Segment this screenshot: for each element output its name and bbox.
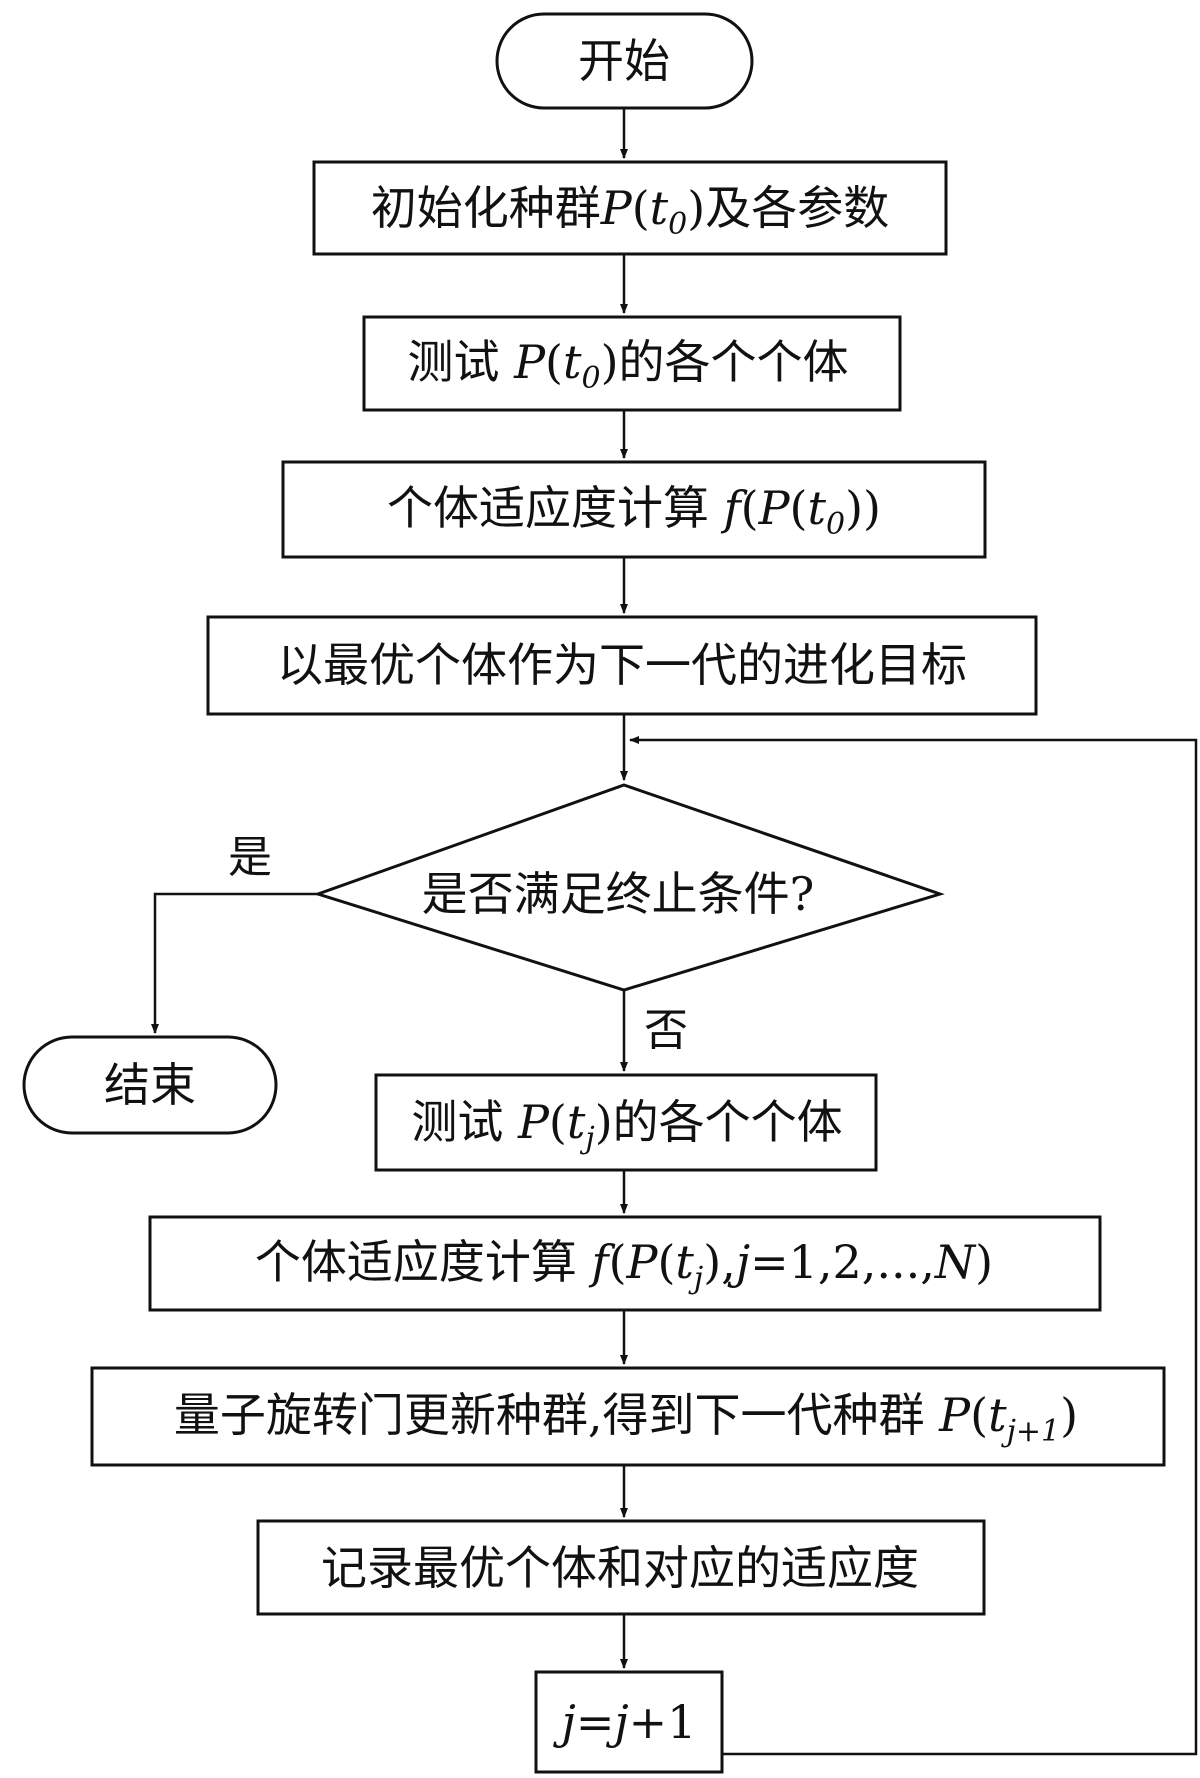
update-label: 量子旋转门更新种群,得到下一代种群 P(tj+1) [174, 1388, 1078, 1449]
target-box [206, 615, 1038, 716]
update-box [90, 1366, 1166, 1467]
fitnessj-label: 个体适应度计算 f(P(tj),j=1,2,...,N) [255, 1235, 993, 1296]
yes-label: 是 [228, 832, 272, 883]
test0-box [362, 315, 902, 412]
edge-decision-end [151, 892, 318, 1034]
fitnessj-box [148, 1215, 1102, 1312]
record-label: 记录最优个体和对应的适应度 [321, 1541, 919, 1595]
end-terminal [22, 1035, 278, 1135]
record-box [256, 1519, 986, 1616]
init-label: 初始化种群P(t0)及各参数 [371, 181, 889, 242]
start-terminal [495, 12, 754, 110]
decision-label: 是否满足终止条件? [422, 867, 815, 921]
decision-diamond [313, 783, 945, 992]
increment-box [534, 1670, 724, 1774]
increment-label: j=j+1 [553, 1695, 697, 1749]
init-box [312, 160, 948, 256]
edge-loop-back [629, 736, 1198, 1756]
no-label: 否 [644, 1005, 688, 1056]
end-label: 结束 [104, 1058, 196, 1112]
start-label: 开始 [578, 34, 670, 88]
testj-label: 测试 P(tj)的各个个体 [411, 1095, 842, 1156]
fitness0-label: 个体适应度计算 f(P(t0)) [387, 481, 881, 542]
test0-label: 测试 P(t0)的各个个体 [407, 335, 848, 396]
testj-box [374, 1073, 878, 1172]
fitness0-box [281, 460, 987, 559]
target-label: 以最优个体作为下一代的进化目标 [277, 638, 967, 692]
